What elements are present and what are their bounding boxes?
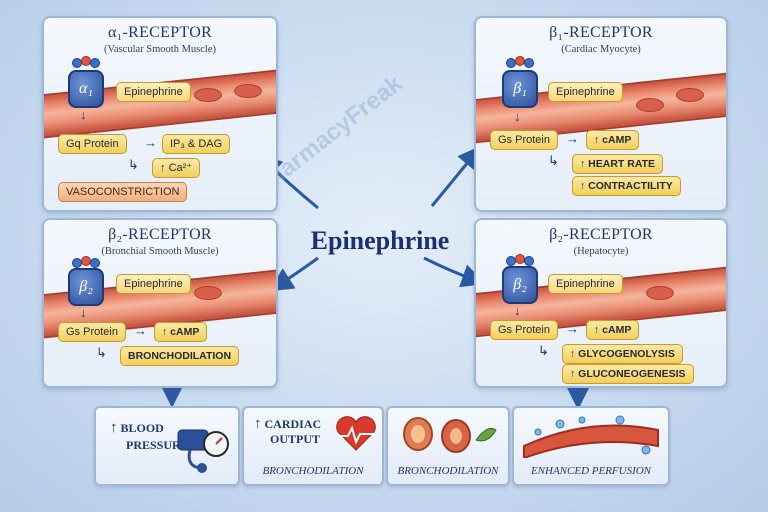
effect-pill: ↑ GLUCONEOGENESIS (562, 364, 694, 384)
red-cell-icon (194, 88, 222, 102)
ligand-icon (90, 258, 100, 268)
up-arrow-icon: ↑ (580, 180, 586, 192)
arrow-right-icon: → (566, 321, 579, 336)
up-arrow-icon: ↑ (162, 326, 168, 338)
panel-title: α₁-RECEPTOR (107, 24, 213, 41)
arrow-curve-icon: ↳ (538, 343, 549, 358)
effect-label: GLUCONEOGENESIS (578, 368, 686, 380)
receptor-icon: β₂ (68, 268, 104, 306)
up-arrow-icon: ↑ (580, 158, 586, 170)
effect-label: HEART RATE (588, 158, 656, 170)
g-protein-pill: Gs Protein (490, 320, 558, 340)
ligand-label: Epinephrine (116, 274, 191, 294)
effect-pill: ↑ CONTRACTILITY (572, 176, 681, 196)
effect-pill: ↑ GLYCOGENOLYSIS (562, 344, 683, 364)
camp-label: cAMP (170, 326, 200, 338)
center-label: Epinephrine (310, 226, 450, 255)
panel-title: β₂-RECEPTOR (549, 226, 653, 243)
up-arrow-icon: ↑ (160, 162, 166, 174)
camp-pill: ↑ cAMP (586, 320, 640, 340)
ligand-icon (524, 58, 534, 68)
red-cell-icon (676, 88, 704, 102)
arrow-to-beta2-bronchial (268, 256, 319, 292)
panel-beta2-hepatocyte: β₂-RECEPTOR (Hepatocyte) β₂ Epinephrine … (474, 218, 728, 388)
arrow-down-icon: ↓ (514, 303, 521, 318)
arrow-curve-icon: ↳ (128, 157, 139, 172)
arrow-down-icon: ↓ (514, 109, 521, 124)
card-label: BRONCHODILATION (397, 465, 499, 477)
effect-label: CONTRACTILITY (588, 180, 673, 192)
card-label: ENHANCED PERFUSION (530, 465, 652, 477)
calcium-label: Ca²⁺ (168, 162, 193, 174)
card-heading: ↑ CARDIAC (254, 416, 321, 433)
receptor-icon: β₂ (502, 266, 538, 304)
panel-title: β₁-RECEPTOR (549, 24, 653, 41)
panel-beta1: β₁-RECEPTOR (Cardiac Myocyte) β₁ Epineph… (474, 16, 728, 212)
ligand-label: Epinephrine (116, 82, 191, 102)
g-protein-pill: Gq Protein (58, 134, 127, 154)
g-protein-pill: Gs Protein (58, 322, 126, 342)
up-arrow-icon: ↑ (110, 420, 118, 436)
effect-pill: ↑ HEART RATE (572, 154, 664, 174)
arrow-to-beta1 (430, 145, 482, 207)
effect-label: GLYCOGENOLYSIS (578, 348, 675, 360)
up-arrow-icon: ↑ (594, 324, 600, 336)
up-arrow-icon: ↑ (570, 368, 576, 380)
outcome-pill: BRONCHODILATION (120, 346, 240, 366)
card-bronchodilation: BRONCHODILATION (386, 406, 510, 486)
arrow-down-icon: ↓ (80, 107, 87, 122)
panel-beta2-bronchial: β₂-RECEPTOR (Bronchial Smooth Muscle) β₂… (42, 218, 278, 388)
arrow-down-icon: ↓ (80, 305, 87, 320)
receptor-icon: α₁ (68, 70, 104, 108)
red-cell-icon (194, 286, 222, 300)
up-arrow-icon: ↑ (254, 416, 262, 432)
camp-pill: ↑ cAMP (154, 322, 208, 342)
ligand-label: Epinephrine (548, 82, 623, 102)
arrow-right-icon: → (566, 131, 579, 146)
second-messenger-pill: IP₃ & DAG (162, 134, 231, 154)
camp-label: cAMP (602, 134, 632, 146)
panel-alpha1: α₁-RECEPTOR (Vascular Smooth Muscle) α₁ … (42, 16, 278, 212)
ligand-icon (524, 256, 534, 266)
ligand-icon (90, 58, 100, 68)
outcome-pill: VASOCONSTRICTION (58, 182, 188, 202)
bronchi-icon (403, 417, 497, 453)
arrow-right-icon: → (144, 135, 157, 150)
panel-subtitle: (Bronchial Smooth Muscle) (101, 246, 219, 257)
up-arrow-icon: ↑ (594, 134, 600, 146)
red-cell-icon (636, 98, 664, 112)
arrow-curve-icon: ↳ (548, 153, 559, 168)
panel-subtitle: (Vascular Smooth Muscle) (104, 44, 216, 55)
calcium-pill: ↑ Ca²⁺ (152, 158, 201, 178)
arrow-right-icon: → (134, 323, 147, 338)
card-cardiac-output: ↑ CARDIAC OUTPUT BRONCHODILATION (242, 406, 384, 486)
card-line2: PRESSURE (126, 438, 189, 452)
blood-vessel-icon (523, 415, 659, 458)
camp-pill: ↑ cAMP (586, 130, 640, 150)
panel-subtitle: (Hepatocyte) (573, 246, 629, 257)
panel-subtitle: (Cardiac Myocyte) (561, 44, 641, 55)
card-blood-pressure: ↑ BLOOD PRESSURE (94, 406, 240, 486)
heart-icon (336, 416, 376, 451)
g-protein-pill: Gs Protein (490, 130, 558, 150)
arrow-to-beta2-hepatocyte (423, 256, 486, 288)
receptor-icon: β₁ (502, 70, 538, 108)
panel-title: β₂-RECEPTOR (108, 226, 212, 243)
card-label: BRONCHODILATION (262, 465, 364, 477)
arrow-curve-icon: ↳ (96, 345, 107, 360)
card-heading: ↑ BLOOD (110, 420, 164, 437)
card-line2: OUTPUT (270, 432, 321, 446)
blood-pressure-gauge-icon (177, 429, 229, 473)
up-arrow-icon: ↑ (570, 348, 576, 360)
ligand-label: Epinephrine (548, 274, 623, 294)
card-line1: BLOOD (120, 421, 164, 435)
card-enhanced-perfusion: ENHANCED PERFUSION (512, 406, 670, 486)
red-cell-icon (234, 84, 262, 98)
card-line1: CARDIAC (264, 417, 322, 431)
camp-label: cAMP (602, 324, 632, 336)
red-cell-icon (646, 286, 674, 300)
